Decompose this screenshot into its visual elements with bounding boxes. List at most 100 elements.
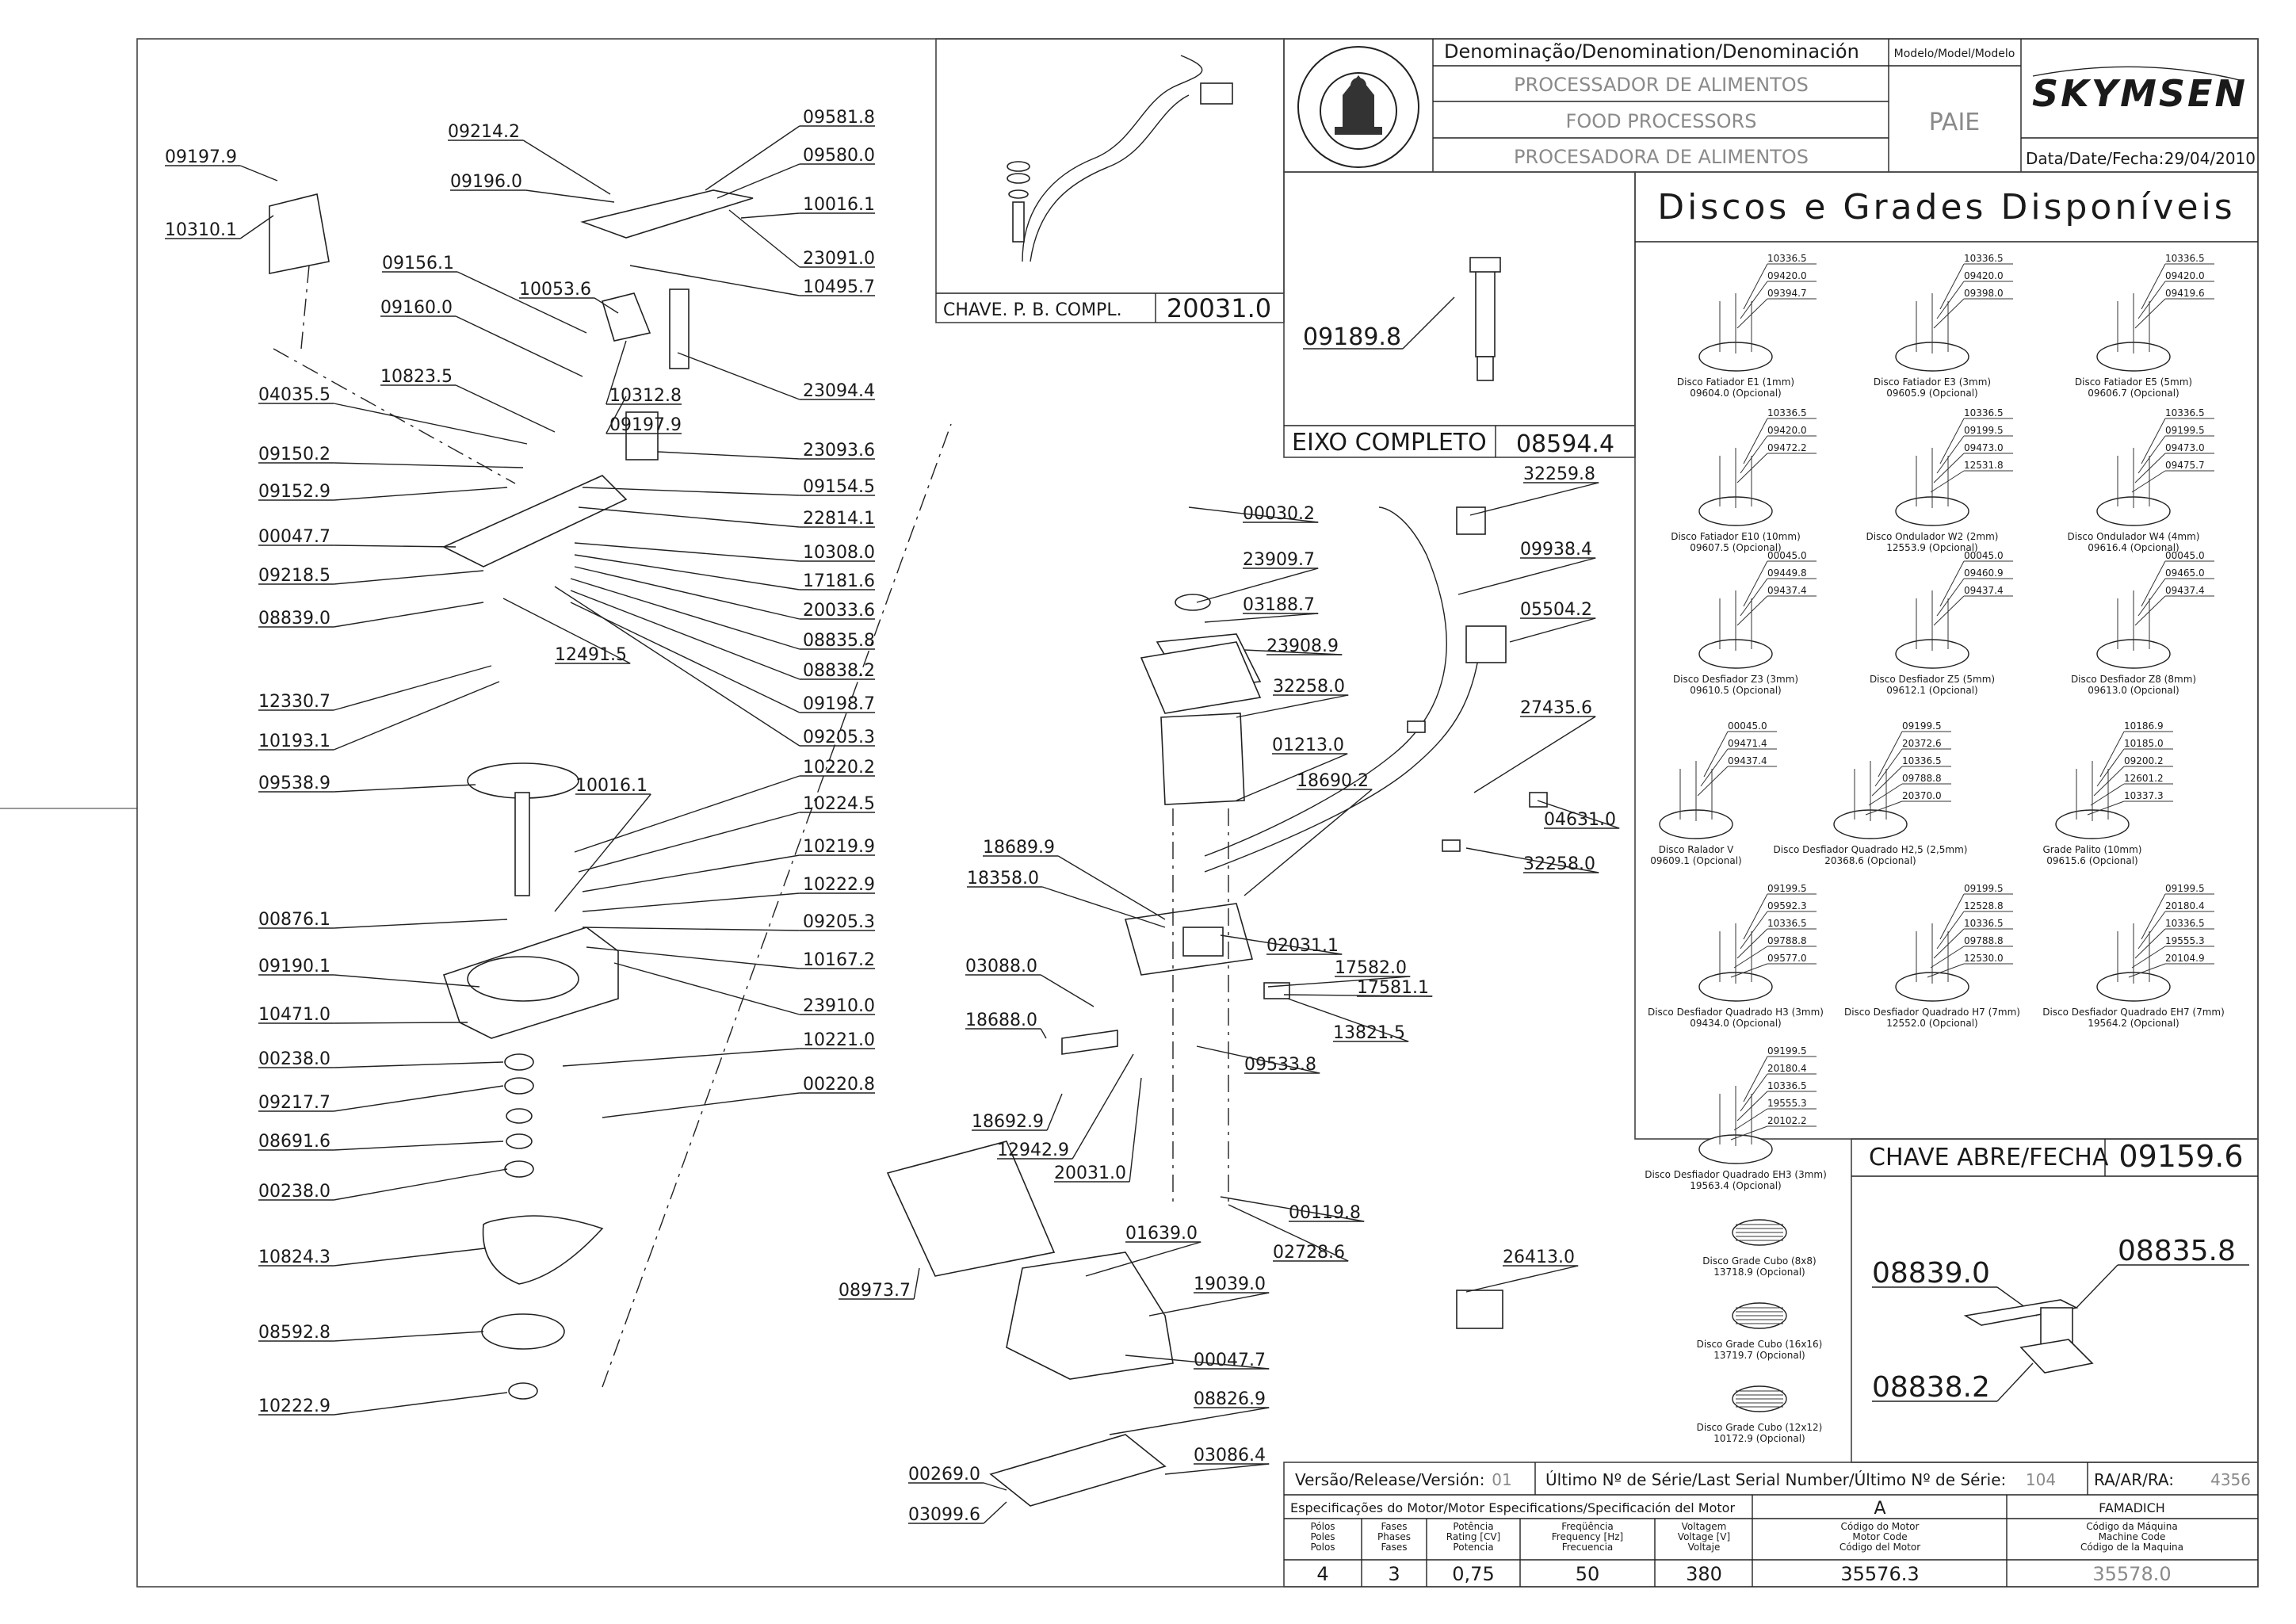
disc-name: Disco Ondulador W2 (2mm) — [1866, 531, 1999, 542]
column-header-phases: Fases — [1381, 1521, 1407, 1532]
gasket-part — [886, 1141, 1056, 1277]
disc-part-label: 09460.9 — [1964, 567, 2004, 579]
disc-part-label: 09419.6 — [2165, 288, 2205, 299]
footer-table: Versão/Release/Versión: 01 Último Nº de … — [1283, 1462, 2259, 1588]
power-value: 0,75 — [1452, 1563, 1494, 1585]
wiring-callout: 05504.2 — [1509, 600, 1596, 643]
part-number-label: 09190.1 — [258, 957, 330, 976]
name-es: PROCESADORA DE ALIMENTOS — [1514, 146, 1809, 168]
left-callout: 12330.7 — [258, 665, 492, 712]
disc-code: 09613.0 (Opcional) — [2088, 685, 2179, 696]
disc-part-label: 20180.4 — [1767, 1063, 1807, 1074]
left-callout: 08691.6 — [258, 1132, 504, 1152]
disc-code: 19564.2 (Opcional) — [2088, 1018, 2179, 1029]
part-number-label: 00269.0 — [908, 1465, 980, 1485]
part-number-label: 26413.0 — [1503, 1248, 1575, 1267]
part-number-label: 10471.0 — [258, 1005, 330, 1025]
disc-part-label: 00045.0 — [1767, 550, 1807, 561]
service-seal-icon — [1297, 46, 1419, 168]
disc-code: 09434.0 (Opcional) — [1690, 1018, 1781, 1029]
center-callout: 18689.9 — [983, 838, 1166, 920]
part-number-label: 12330.7 — [258, 692, 330, 712]
left-callout: 09580.0 — [716, 146, 875, 199]
part-number-label: 08839.0 — [258, 609, 330, 629]
disc-card: 09199.520372.610336.509788.820370.0Disco… — [1774, 720, 1968, 866]
disc-part-label: 09788.8 — [1767, 935, 1807, 946]
left-callout: 09150.2 — [258, 445, 524, 468]
left-callout: 20033.6 — [574, 566, 875, 621]
disc-part-label: 10336.5 — [1767, 1080, 1807, 1091]
part-number-label: 10224.5 — [803, 794, 875, 814]
brand-logo: SKYMSEN — [2032, 72, 2248, 115]
center-callout: 02728.6 — [1228, 1204, 1349, 1263]
disc-name: Disco Desfiador Quadrado H7 (7mm) — [1844, 1007, 2020, 1018]
part-number-label: 09538.9 — [258, 774, 330, 793]
open-close-code: 09159.6 — [2118, 1139, 2243, 1174]
column-header-motor-code: Código do Motor — [1841, 1521, 1920, 1532]
bottom-plate-part — [989, 1434, 1167, 1507]
part-number-label: 10222.9 — [803, 875, 875, 895]
brand-swoosh — [2032, 66, 2244, 82]
disc-part-label: 09472.2 — [1767, 442, 1807, 453]
left-callout: 10471.0 — [258, 1005, 468, 1025]
center-callout: 09533.8 — [1196, 1045, 1320, 1075]
disc-part-label: 10186.9 — [2124, 720, 2164, 732]
left-callout: 09197.9 — [606, 395, 682, 435]
disc-part-label: 10336.5 — [2165, 407, 2205, 418]
part-number-label: 19039.0 — [1194, 1274, 1266, 1294]
disc-part-label: 19555.3 — [1767, 1098, 1807, 1109]
wiring-callout: 27435.6 — [1473, 698, 1596, 793]
left-callout: 09154.5 — [582, 477, 875, 497]
left-callout: 00238.0 — [258, 1049, 504, 1069]
left-callout: 09190.1 — [258, 957, 480, 988]
disc-part-label: 09465.0 — [2165, 567, 2205, 579]
disc-code: 09605.9 (Opcional) — [1886, 388, 1977, 399]
part-number-label: 00047.7 — [258, 527, 330, 547]
part-number-label: 10310.1 — [165, 220, 237, 240]
disc-part-label: 20180.4 — [2165, 900, 2205, 911]
left-callout: 08839.0 — [258, 602, 484, 629]
open-close-inset: CHAVE ABRE/FECHA 09159.6 08839.0 08835.8… — [1851, 1138, 2259, 1463]
disc-card: 10186.910185.009200.212601.210337.3Grade… — [2043, 720, 2173, 866]
disc-name: Disco Ondulador W4 (4mm) — [2068, 531, 2200, 542]
disc-name: Disco Fatiador E3 (3mm) — [1874, 376, 1991, 388]
part-number-label: 08973.7 — [839, 1281, 911, 1301]
column-header-motor-code: Código del Motor — [1839, 1542, 1920, 1553]
part-number-label: 03099.6 — [908, 1505, 980, 1525]
left-callout: 09156.1 — [382, 254, 587, 334]
disc-part-label: 00045.0 — [1964, 550, 2004, 561]
part-number-label: 10193.1 — [258, 732, 330, 751]
left-callout: 09214.2 — [448, 122, 611, 195]
open-close-part-3: 08838.2 — [1872, 1371, 1990, 1404]
center-callout: 17581.1 — [1283, 978, 1433, 998]
phases-value: 3 — [1388, 1563, 1400, 1585]
part-number-label: 27435.6 — [1520, 698, 1592, 718]
disc-name: Disco Grade Cubo (16x16) — [1697, 1339, 1823, 1350]
left-callout: 09152.9 — [258, 482, 508, 502]
center-callout: 08973.7 — [839, 1267, 920, 1301]
part-number-label: 00238.0 — [258, 1049, 330, 1069]
column-header-power: Potência — [1453, 1521, 1493, 1532]
part-number-label: 20033.6 — [803, 601, 875, 621]
center-callout: 23909.7 — [1196, 550, 1319, 603]
part-number-label: 17582.0 — [1335, 958, 1407, 978]
axle-part-label: 09189.8 — [1303, 323, 1401, 351]
disc-card: Disco Grade Cubo (8x8)13718.9 (Opcional) — [1702, 1219, 1817, 1278]
left-callout: 10312.8 — [606, 340, 682, 406]
disc-code: 09604.0 (Opcional) — [1690, 388, 1781, 399]
center-callout: 32258.0 — [1236, 677, 1349, 718]
part-number-label: 09218.5 — [258, 566, 330, 586]
disc-part-label: 10336.5 — [1964, 918, 2004, 929]
belt-part — [482, 1215, 604, 1285]
part-number-label: 00220.8 — [803, 1075, 875, 1095]
disc-code: 13718.9 (Opcional) — [1713, 1267, 1805, 1278]
disc-part-label: 10337.3 — [2124, 790, 2164, 801]
wiring-callout: 04631.0 — [1537, 800, 1620, 830]
left-callout: 09196.0 — [450, 172, 615, 203]
disc-part-label: 10336.5 — [1767, 407, 1807, 418]
column-header-machine-code: Código da Máquina — [2086, 1521, 2177, 1532]
switch-inset: CHAVE. P. B. COMPL. 20031.0 — [935, 38, 1285, 323]
disc-code: 09615.6 (Opcional) — [2046, 855, 2137, 866]
